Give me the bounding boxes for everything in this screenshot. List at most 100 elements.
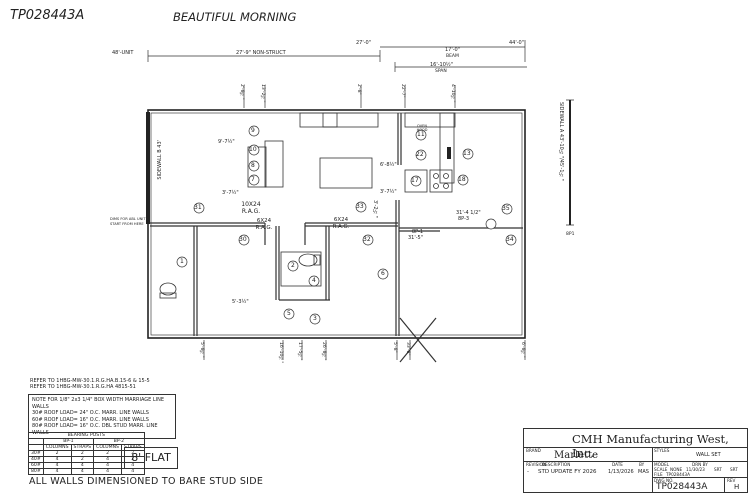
dim-span-sub: SPAN [435,69,447,74]
revision-description: STD UPDATE FY 2026 [538,469,597,475]
room-rag-1: 10X24 R.A.G. [241,201,261,215]
dim-front-1: 13'-2½" [260,84,265,103]
drawing-id: TP028443A [10,8,85,23]
note-line-1: NOTE FOR 1/8" 2x3 1/4" BOX WIDTH MARRIAG… [32,397,165,410]
dim-inner-3: 3'-7½" [380,189,397,195]
rev-value: H [734,483,740,491]
dim-bottom-5: 33'-8" [405,342,410,356]
file-value: TP028443A [666,472,690,477]
dim-bp1: 8P-1 [412,229,424,235]
brand-label: BRAND [526,448,541,453]
dim-front-2: 2'-8" [356,84,361,95]
dim-left-label: 48'-UNIT [112,50,134,56]
dim-left-vertical: SIDEWALL B 43' [157,140,163,180]
checked-by: SRT [730,467,738,472]
callout-22: 22 [416,151,424,158]
note-line-2: 30# ROOF LOAD= 24" O.C. MARR. LINE WALLS [32,410,149,416]
dim-bp1-len: 31'-5" [408,235,424,241]
styles-label: STYLES [654,448,670,453]
oven-hood-label: OVEN HOOD [416,124,428,132]
model-label: MODEL [654,462,670,467]
kitchen-counter [299,112,379,128]
by-label: BY [639,462,645,467]
dim-span: 16'-10½" [430,62,454,68]
dim-top-right-a: 27'-0" [356,40,372,46]
dim-inner-0: 9'-7½" [218,139,235,145]
dim-bottom-2: 17'-5½" [297,342,302,361]
callout-5: 5 [287,310,291,317]
dim-front-0: 2'-8½" [239,84,244,100]
dim-right-vertical: SIDEWALL A 43'-10½"/45'-1½" [558,102,564,181]
dim-inner-5: 5'-3½" [232,299,249,305]
dim-inner-1: 3'-7½" [222,190,239,196]
scale-value: NONE [670,467,683,472]
dim-overall: 27'-9" NON-STRUCT [236,50,286,56]
callout-33: 33 [356,203,364,210]
date-label: DATE [612,462,623,467]
callout-31: 31 [194,204,202,211]
title-block: CMH Manufacturing West, Inc. BRAND Marle… [523,428,748,493]
range [429,169,453,193]
dim-right-side-label: 8P1 [566,232,575,237]
callout-30: 30 [239,236,247,243]
bearing-posts-table: BEARING POSTS BP-1 BP-2 COLUMNS STRAPS C… [28,432,145,475]
left-wall-window [146,112,150,224]
callout-3: 3 [313,315,317,322]
callout-7: 7 [251,176,255,183]
dim-beam: BEAM [446,54,459,59]
kitchen-island [319,157,373,189]
dim-top-right-c: 44'-0" [509,40,525,46]
dwg-label: DWG NO. [654,478,674,483]
scale-label: SCALE [654,467,668,472]
toilet-2 [298,253,318,267]
callout-32: 32 [363,236,371,243]
dim-bottom-1: 16'-10½" [278,342,283,364]
refer-note-2: REFER TO 1HBG-MW-30.1.R.G.HA 4815-51 [30,384,136,391]
callout-17: 17 [411,177,419,184]
dim-top-right-b: 17'-0" [445,47,461,53]
model-value: DRN BY [692,462,708,467]
callout-1: 1 [180,258,184,265]
callout-35: 35 [502,205,510,212]
room-rag-3: 6X24 R.A.G. [332,217,350,230]
dwg-number: TP028443A [656,482,708,492]
dim-bottom-6: 6'-8½" [520,342,525,358]
revision-label: REVISION [526,462,546,467]
callout-34: 34 [506,236,514,243]
dim-inner-6: 31'-4 1/2" [456,210,481,216]
dim-bottom-3: 26'-8½" [321,342,326,361]
callout-18: 18 [458,176,466,183]
callout-9: 9 [251,127,255,134]
callout-10: 10 [249,146,257,153]
dim-bottom-4: 5'-8" [392,342,397,353]
revision-by: MAS [638,469,649,475]
dim-bottom-0: 5'-8½" [199,342,204,358]
styles-value: WALL SET [696,452,721,458]
dim-outside-label: DIMS FOR ABL UNIT START FROM HERE [110,217,146,226]
company-name: CMH Manufacturing West, Inc. [572,432,729,460]
refer-notes: REFER TO 1HBG-MW-30.1.R.G.HA.B.15-6 & 15… [30,378,150,391]
callout-4: 4 [312,277,316,284]
callout-11: 11 [417,131,425,138]
file-label: FILE [654,472,663,477]
dim-front-4: 4'-10½" [450,84,455,103]
note-line-3: 60# ROOF LOAD= 16" O.C. MARR. LINE WALLS [32,416,149,423]
drawn-by: SRT [714,467,722,472]
room-rag-2: 6X24 R.A.G. [255,218,273,231]
dim-inner-4: 3'-2½" [372,200,378,218]
drawing-title: BEAUTIFUL MORNING [173,10,297,24]
footer-note: ALL WALLS DIMENSIONED TO BARE STUD SIDE [29,476,264,487]
revision-date: 1/13/2026 [608,469,634,475]
callout-13: 13 [463,150,471,157]
rev-label: REV [727,478,736,483]
brand-name: Marlette [554,450,599,461]
description-label: DESCRIPTION [542,462,571,467]
refer-note-1: REFER TO 1HBG-MW-30.1.R.G.HA.B.15-6 & 15… [30,378,150,384]
toilet-1 [159,282,177,296]
callout-2: 2 [291,262,295,269]
dim-front-3: 22'-7" [400,84,405,98]
callout-8: 8 [251,162,255,169]
